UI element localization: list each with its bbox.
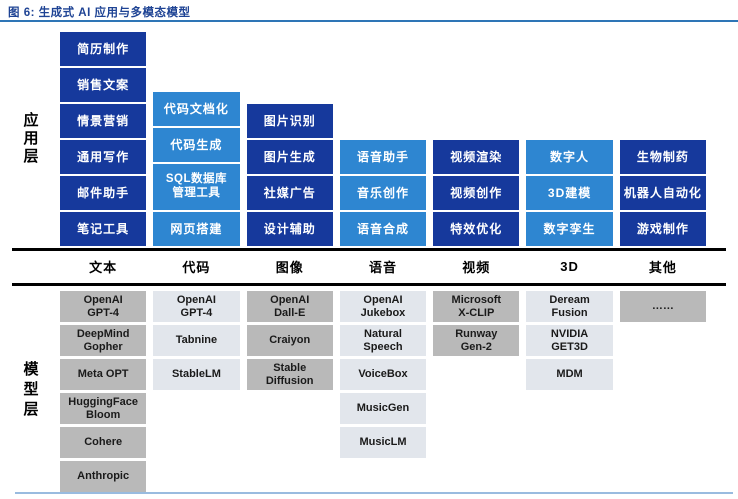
category-label-4: 语音	[368, 260, 397, 275]
model-column-7: ……	[619, 291, 706, 492]
category-label-3: 图像	[275, 260, 304, 275]
app-box: 情景营销	[60, 104, 147, 138]
app-box: 设计辅助	[246, 212, 333, 246]
app-box: 语音助手	[339, 140, 427, 174]
app-box: SQL数据库 管理工具	[153, 164, 240, 210]
model-box: OpenAI Jukebox	[339, 291, 427, 322]
app-column-5: 视频渲染视频创作特效优化	[433, 32, 520, 246]
app-box: 数字人	[526, 140, 613, 174]
app-box: 特效优化	[433, 212, 520, 246]
app-column-3: 图片识别图片生成社媒广告设计辅助	[246, 32, 333, 246]
app-box: 数字孪生	[526, 212, 613, 246]
app-box: 社媒广告	[246, 176, 333, 210]
app-box: 3D建模	[526, 176, 613, 210]
model-box: HuggingFace Bloom	[60, 393, 147, 424]
app-box: 网页搭建	[153, 212, 240, 246]
app-column-7: 生物制药机器人自动化游戏制作	[619, 32, 706, 246]
app-box: 游戏制作	[619, 212, 706, 246]
model-box: Craiyon	[246, 325, 333, 356]
model-box: Runway Gen-2	[433, 325, 520, 356]
app-box: 笔记工具	[60, 212, 147, 246]
figure-title: 图 6: 生成式 AI 应用与多模态模型	[8, 7, 191, 19]
model-box: StableLM	[153, 359, 240, 390]
app-box: 代码生成	[153, 128, 240, 162]
category-label-7: 其他	[648, 260, 677, 275]
app-column-4: 语音助手音乐创作语音合成	[339, 32, 427, 246]
app-box: 视频渲染	[433, 140, 520, 174]
model-box: MDM	[526, 359, 613, 390]
model-box: MusicLM	[339, 427, 427, 458]
bottom-rule	[15, 492, 733, 494]
app-box: 通用写作	[60, 140, 147, 174]
category-label-2: 代码	[182, 260, 211, 275]
model-box: Meta OPT	[60, 359, 147, 390]
model-box: MusicGen	[339, 393, 427, 424]
model-box: Anthropic	[60, 461, 147, 492]
title-underline	[0, 20, 738, 22]
model-box: Natural Speech	[339, 325, 427, 356]
app-box: 邮件助手	[60, 176, 147, 210]
model-box: Tabnine	[153, 325, 240, 356]
model-box: Stable Diffusion	[246, 359, 333, 390]
app-box: 机器人自动化	[619, 176, 706, 210]
app-box: 图片识别	[246, 104, 333, 138]
app-layer-side-label: 应 用 层	[23, 112, 39, 165]
model-box: VoiceBox	[339, 359, 427, 390]
category-label-5: 视频	[462, 260, 491, 275]
category-label-1: 文本	[89, 260, 118, 275]
app-column-1: 简历制作销售文案情景营销通用写作邮件助手笔记工具	[60, 32, 147, 246]
app-box: 生物制药	[619, 140, 706, 174]
model-box: Microsoft X-CLIP	[433, 291, 520, 322]
app-box: 简历制作	[60, 32, 147, 66]
divider-line-top	[12, 248, 726, 251]
app-box: 音乐创作	[339, 176, 427, 210]
model-box: Deream Fusion	[526, 291, 613, 322]
model-box: OpenAI GPT-4	[60, 291, 147, 322]
category-label-row: 文本 代码 图像 语音 视频 3D 其他	[60, 251, 706, 282]
model-box: NVIDIA GET3D	[526, 325, 613, 356]
app-box: 图片生成	[246, 140, 333, 174]
app-box: 销售文案	[60, 68, 147, 102]
model-layer-side-label: 模 型 层	[23, 361, 39, 418]
model-box: ……	[619, 291, 706, 322]
app-box: 语音合成	[339, 212, 427, 246]
divider-line-bottom	[12, 283, 726, 286]
model-box: OpenAI GPT-4	[153, 291, 240, 322]
category-label-6: 3D	[560, 259, 579, 274]
model-box: OpenAI Dall-E	[246, 291, 333, 322]
app-box: 代码文档化	[153, 92, 240, 126]
model-box: Cohere	[60, 427, 147, 458]
model-box: DeepMind Gopher	[60, 325, 147, 356]
app-box: 视频创作	[433, 176, 520, 210]
